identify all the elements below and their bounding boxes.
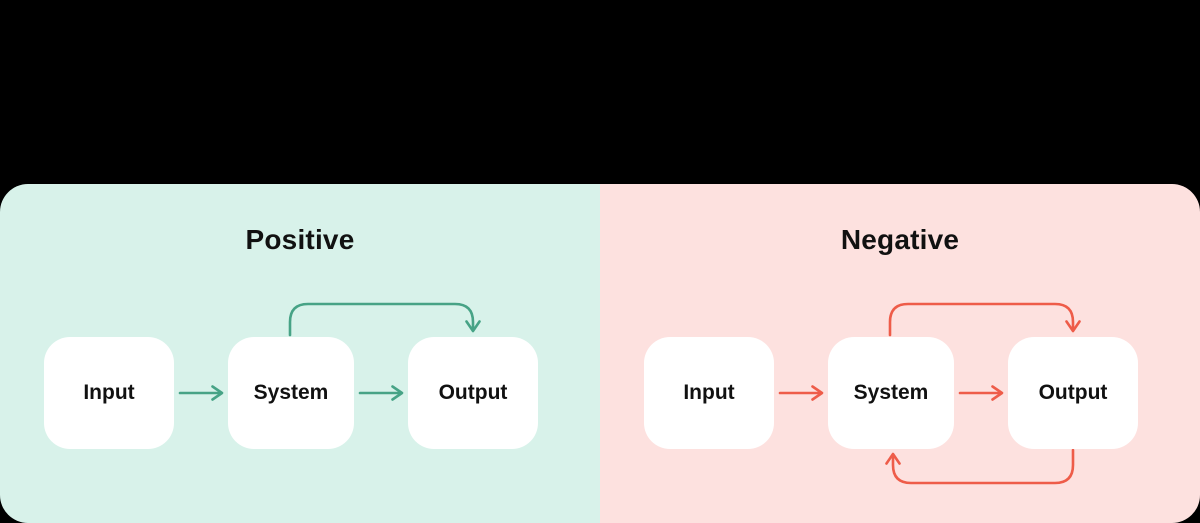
negative-system-node: System (828, 337, 954, 449)
negative-curved-arrow-system-to-output-icon (888, 302, 1081, 337)
positive-system-node: System (228, 337, 354, 449)
negative-arrow-input-to-system-icon (778, 385, 824, 401)
negative-panel-title: Negative (840, 224, 960, 255)
negative-panel: Negative Input System Output (600, 184, 1200, 523)
negative-system-node-label: System (853, 381, 929, 404)
feedback-diagram-canvas: Positive Input System Output (0, 184, 1200, 523)
negative-input-node-label: Input (683, 381, 735, 404)
positive-output-node-label: Output (438, 381, 508, 404)
negative-curved-arrow-output-to-system-icon (885, 448, 1075, 485)
positive-input-node-label: Input (83, 381, 135, 404)
negative-output-node: Output (1008, 337, 1138, 449)
positive-panel: Positive Input System Output (0, 184, 600, 523)
positive-arrow-input-to-system-icon (178, 385, 224, 401)
positive-input-node: Input (44, 337, 174, 449)
negative-output-node-label: Output (1038, 381, 1108, 404)
positive-panel-title: Positive (245, 224, 355, 255)
positive-output-node: Output (408, 337, 538, 449)
positive-arrow-system-to-output-icon (358, 385, 404, 401)
negative-input-node: Input (644, 337, 774, 449)
positive-curved-arrow-system-to-output-icon (288, 302, 481, 337)
negative-arrow-system-to-output-icon (958, 385, 1004, 401)
positive-system-node-label: System (253, 381, 329, 404)
